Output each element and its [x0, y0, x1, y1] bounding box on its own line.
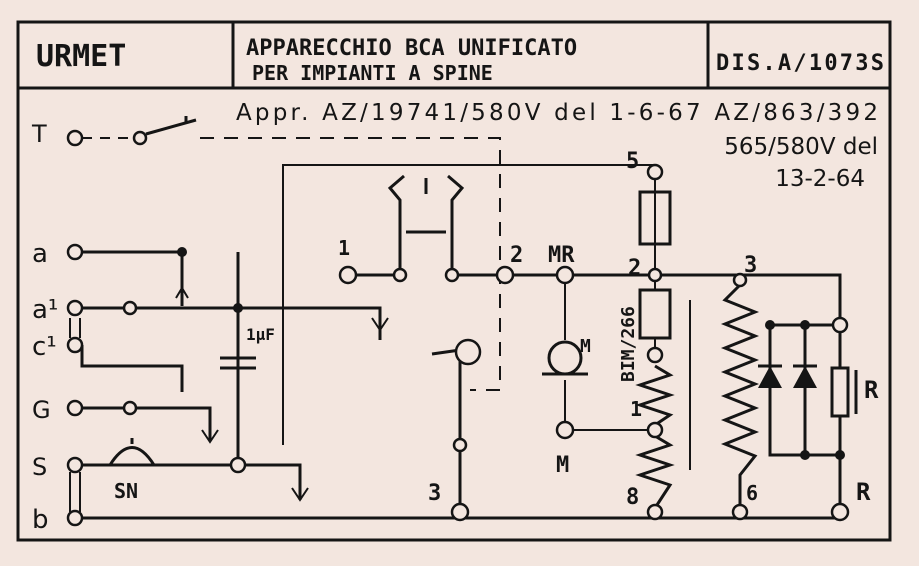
- terminal-3b-label: 3: [428, 481, 441, 506]
- terminal-g-label: G: [32, 396, 51, 424]
- terminal-3-label: 3: [744, 253, 757, 278]
- terminal-5-label: 5: [626, 149, 639, 174]
- terminal-a1-label: a¹: [32, 295, 58, 325]
- drawing-number: DIS.A/1073S: [716, 51, 884, 76]
- terminal-1-label: 1: [338, 236, 350, 260]
- terminal-1b-label: 1: [630, 397, 642, 421]
- m-label: M: [556, 453, 569, 478]
- wires: [69, 116, 858, 520]
- terminal-b-label: b: [32, 505, 49, 535]
- terminal-s-label: S: [32, 453, 47, 481]
- terminal-6-label: 6: [746, 481, 758, 505]
- brand-label: URMET: [36, 39, 126, 74]
- terminal-circles: [66, 129, 850, 527]
- r-top-label: R: [864, 376, 879, 404]
- sn-label: SN: [114, 479, 138, 503]
- bim-label: BIM/266: [618, 306, 639, 382]
- terminal-t-label: T: [31, 120, 47, 148]
- terminal-8-label: 8: [626, 485, 639, 510]
- title-line2: PER IMPIANTI A SPINE: [252, 61, 493, 85]
- approval-line1: Appr. AZ/19741/580V del 1-6-67 AZ/863/39…: [236, 100, 878, 126]
- terminal-c1-label: c¹: [32, 332, 57, 362]
- mr-label: MR: [548, 243, 575, 268]
- terminal-2b-label: 2: [628, 256, 641, 281]
- outer-frame: [16, 20, 892, 542]
- junction-dots: [177, 247, 845, 460]
- r-bottom-label: R: [856, 478, 871, 506]
- left-terminals: T a a¹ c¹ G S b: [31, 120, 58, 535]
- capacitor-label: 1µF: [246, 325, 275, 344]
- title-line1: APPARECCHIO BCA UNIFICATO: [246, 36, 577, 61]
- approval-line2: 565/580V del: [724, 134, 878, 160]
- mic-m-label: M: [580, 336, 591, 357]
- terminal-2-label: 2: [510, 243, 523, 268]
- approval-line3: 13-2-64: [775, 166, 865, 192]
- terminal-a-label: a: [32, 239, 48, 269]
